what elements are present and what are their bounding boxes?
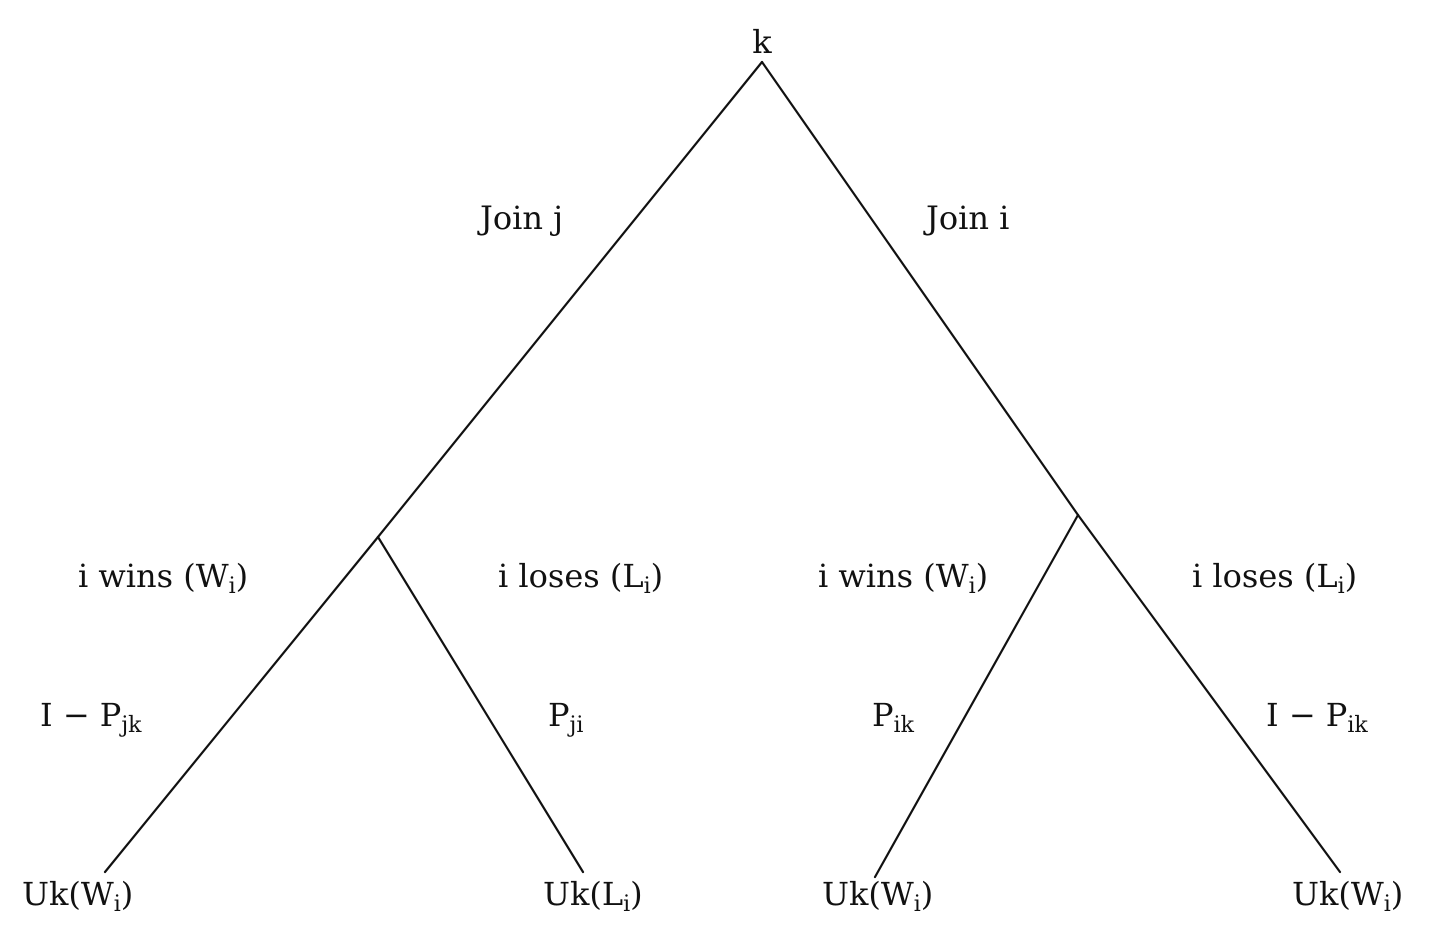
- leaf-label-left-i-wins: Uk(Wi): [22, 875, 133, 917]
- root-node-label: k: [752, 23, 772, 61]
- probability-label-left-i-loses: Pji: [548, 696, 583, 738]
- edge-join-i-to-i-wins: [873, 513, 1080, 879]
- probability-label-left-i-wins: I − Pjk: [40, 696, 142, 738]
- probability-label-right-i-loses: I − Pik: [1266, 696, 1368, 738]
- leaf-label-left-i-loses: Uk(Li): [543, 875, 643, 917]
- leaf-label-right-i-wins: Uk(Wi): [822, 875, 933, 917]
- leaf-label-right-i-loses: Uk(Wi): [1292, 875, 1403, 917]
- outcome-label-left-i-wins: i wins (Wi): [78, 557, 248, 599]
- outcome-label-right-i-loses: i loses (Li): [1192, 557, 1357, 599]
- edge-join-j-to-i-loses: [376, 535, 585, 874]
- edge-join-i-to-i-loses: [1076, 513, 1342, 874]
- tree-edges: [103, 60, 1342, 879]
- branch-label-join-i: Join i: [923, 199, 1009, 237]
- edge-join-j-to-i-wins: [103, 535, 380, 874]
- probability-label-right-i-wins: Pik: [872, 696, 915, 738]
- edge-root-to-join-i: [760, 60, 1080, 517]
- branch-label-join-j: Join j: [477, 199, 563, 237]
- edge-root-to-join-j: [376, 60, 764, 539]
- outcome-label-right-i-wins: i wins (Wi): [818, 557, 988, 599]
- outcome-label-left-i-loses: i loses (Li): [498, 557, 663, 599]
